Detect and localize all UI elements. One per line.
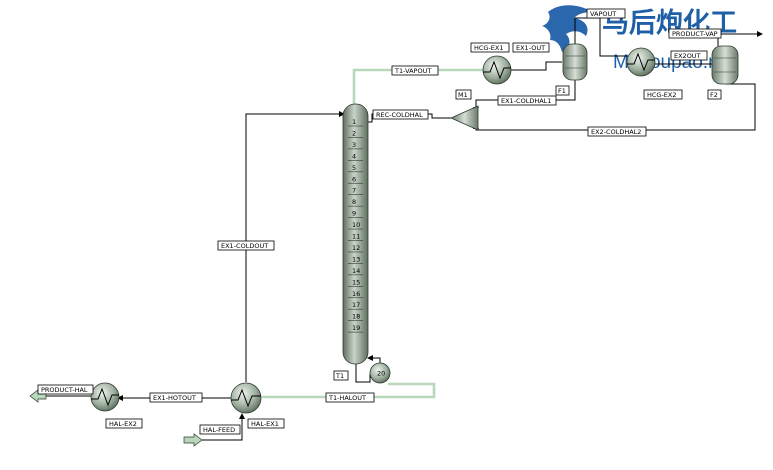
- label-t1-halout[interactable]: T1-HALOUT: [325, 392, 375, 403]
- label-text: PRODUCT-VAP: [672, 30, 718, 38]
- hal-ex1[interactable]: [230, 382, 262, 414]
- mixer-icon: [450, 105, 479, 131]
- label-ex2-coldhal2[interactable]: EX2-COLDHAL2: [587, 126, 647, 137]
- tray-number: 11: [352, 233, 360, 241]
- tray-number: 9: [352, 210, 356, 218]
- tray-number: 16: [352, 290, 360, 298]
- dragon-logo-icon: [542, 5, 592, 52]
- label-ex1-hotout[interactable]: EX1-HOTOUT: [149, 392, 203, 403]
- tray-number: 12: [352, 244, 360, 252]
- label-rec-coldhal[interactable]: REC-COLDHAL: [372, 109, 429, 120]
- label-text: EX1-COLDHAL1: [501, 97, 551, 105]
- tray-number: 1: [352, 118, 356, 126]
- flash-f1[interactable]: [562, 43, 588, 81]
- label-text: EX1-COLDOUT: [221, 242, 268, 250]
- label-text: REC-COLDHAL: [376, 111, 423, 119]
- label-text: T1-VAPOUT: [394, 67, 431, 75]
- label-vapout[interactable]: VAPOUT: [586, 8, 626, 19]
- label-ex2out[interactable]: EX2OUT: [670, 50, 708, 61]
- reboiler-stage-label: 20: [377, 370, 385, 378]
- label-text: M1: [458, 91, 468, 99]
- label-text: HAL-EX2: [109, 420, 137, 428]
- tray-number: 2: [352, 129, 356, 137]
- tray-number: 5: [352, 164, 356, 172]
- tray-number: 13: [352, 255, 360, 263]
- reboiler-20[interactable]: 20: [369, 362, 391, 384]
- tray-number: 8: [352, 198, 356, 206]
- label-text: HCG-EX2: [647, 91, 677, 99]
- stream-hal-feed-line[interactable]: [200, 413, 245, 441]
- label-text: VAPOUT: [590, 10, 616, 18]
- stream-reboiler-return-line[interactable]: [367, 355, 381, 364]
- tray-number: 19: [352, 324, 360, 332]
- hal-ex2[interactable]: [90, 382, 120, 412]
- label-text: EX2OUT: [674, 52, 701, 60]
- stream-ex1-coldout-line[interactable]: [245, 111, 345, 382]
- hcg-ex1[interactable]: [482, 55, 512, 85]
- heat-exchanger-icon: [230, 382, 262, 414]
- reboiler-icon: [369, 362, 391, 384]
- label-hal-ex1[interactable]: HAL-EX1: [247, 418, 285, 429]
- label-hcg-ex1[interactable]: HCG-EX1: [470, 42, 510, 53]
- label-hcg-ex2[interactable]: HCG-EX2: [643, 89, 683, 100]
- label-product-vap[interactable]: PRODUCT-VAP: [668, 28, 722, 39]
- stream-column-bottom-line[interactable]: [355, 362, 371, 383]
- feed-arrow-icon: [183, 433, 203, 447]
- exchanger-zigzag-icon: [627, 52, 655, 72]
- label-text: F2: [710, 91, 718, 99]
- label-text: PRODUCT-HAL: [41, 386, 88, 394]
- hcg-ex2[interactable]: [626, 47, 656, 77]
- label-hal-ex2[interactable]: HAL-EX2: [105, 418, 143, 429]
- flash-drum-icon: [562, 43, 588, 81]
- exchanger-zigzag-icon: [91, 387, 119, 407]
- tray-number: 14: [352, 267, 360, 275]
- label-text: HAL-FEED: [203, 426, 235, 434]
- stream-ex1-out-line[interactable]: [511, 61, 562, 71]
- label-text: T1-HALOUT: [328, 394, 366, 402]
- tray-number: 3: [352, 141, 356, 149]
- flash-f2[interactable]: [711, 45, 739, 85]
- label-m1[interactable]: M1: [455, 89, 472, 100]
- mixer-m1[interactable]: [450, 105, 479, 131]
- label-ex1-out[interactable]: EX1-OUT: [512, 42, 550, 53]
- stream-t1-vapout-line[interactable]: [352, 68, 484, 110]
- label-text: HCG-EX1: [474, 44, 504, 52]
- label-text: T1: [335, 372, 344, 380]
- label-hal-feed[interactable]: HAL-FEED: [199, 424, 241, 435]
- tray-number: 6: [352, 175, 356, 183]
- exchanger-zigzag-icon: [231, 388, 261, 408]
- column-t1-shell: [342, 103, 369, 365]
- label-text: HAL-EX1: [251, 420, 279, 428]
- label-text: EX1-OUT: [516, 44, 545, 52]
- label-ex1-coldout[interactable]: EX1-COLDOUT: [217, 240, 275, 251]
- label-f2[interactable]: F2: [707, 89, 722, 100]
- label-product-hal[interactable]: PRODUCT-HAL: [37, 384, 94, 395]
- label-t1[interactable]: T1: [333, 370, 349, 381]
- label-f1[interactable]: F1: [555, 85, 570, 96]
- tray-number: 10: [352, 221, 360, 229]
- tray-number: 18: [352, 313, 360, 321]
- label-text: F1: [558, 87, 566, 95]
- tray-number: 4: [352, 152, 356, 160]
- exchanger-zigzag-icon: [483, 60, 511, 80]
- label-text: EX2-COLDHAL2: [591, 128, 641, 136]
- tray-number: 7: [352, 187, 356, 195]
- label-text: EX1-HOTOUT: [153, 394, 196, 402]
- label-t1-vapout[interactable]: T1-VAPOUT: [391, 65, 439, 76]
- label-ex1-coldhal1[interactable]: EX1-COLDHAL1: [497, 95, 557, 106]
- tray-number: 17: [352, 301, 360, 309]
- tray-number: 15: [352, 278, 360, 286]
- flash-drum-icon: [711, 45, 739, 85]
